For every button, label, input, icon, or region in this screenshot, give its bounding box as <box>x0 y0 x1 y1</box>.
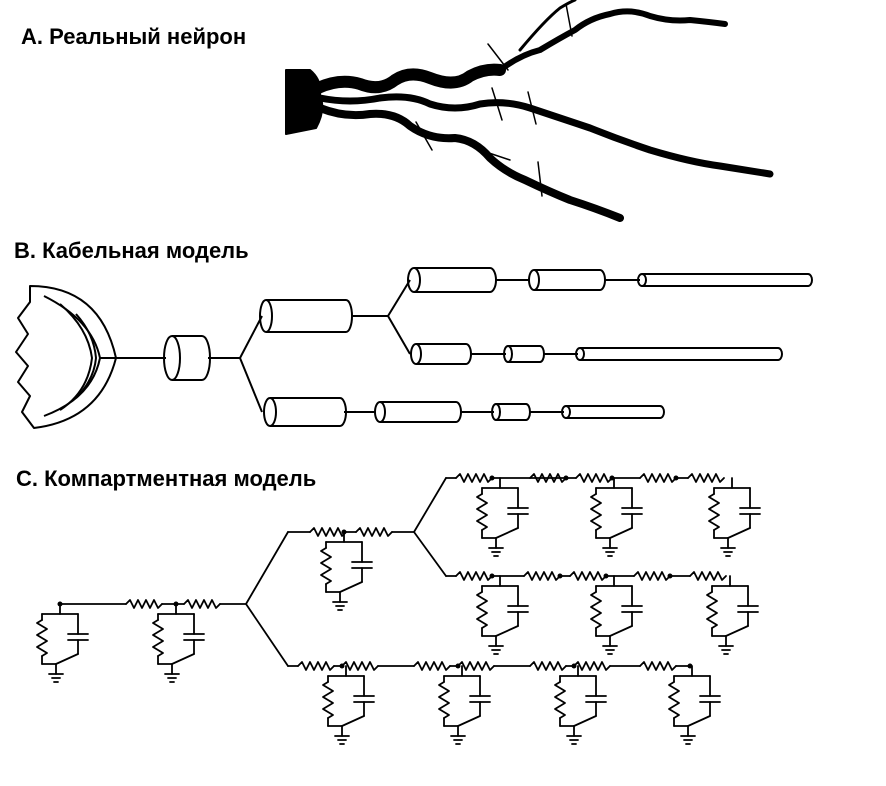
panel-a-title: A. Реальный нейрон <box>21 24 247 49</box>
cut-mark <box>527 91 537 125</box>
cable-cylinder <box>575 347 783 361</box>
cable-soma <box>15 285 117 429</box>
real-neuron-drawing <box>285 0 774 222</box>
cable-cylinder <box>528 269 606 291</box>
cable-cylinder <box>410 343 472 365</box>
cut-mark <box>487 43 509 71</box>
cut-mark <box>537 161 543 197</box>
cable-cylinder <box>503 345 545 363</box>
cut-mark <box>491 87 503 121</box>
cut-mark <box>415 121 433 151</box>
cable-cylinder <box>259 299 353 333</box>
compartmental-model-drawing <box>36 473 761 745</box>
cable-soma-arc <box>75 313 97 399</box>
cable-model-drawing <box>15 267 813 429</box>
cable-cylinder <box>263 397 347 427</box>
panel-b-title: B. Кабельная модель <box>14 238 249 263</box>
junction-dots <box>57 475 693 669</box>
soma <box>285 69 324 135</box>
cable-cylinder <box>561 405 665 419</box>
dendrite-upper-2 <box>518 0 577 52</box>
cable-cylinder <box>407 267 497 293</box>
cable-soma-arc <box>59 303 93 411</box>
cable-cylinder <box>491 403 531 421</box>
dendrite-middle <box>316 93 774 178</box>
dendrite-trunk-upper <box>312 63 506 94</box>
cut-mark <box>565 3 573 37</box>
cable-cylinder <box>163 335 211 381</box>
cable-cylinder <box>374 401 462 423</box>
cable-cylinder <box>637 273 813 287</box>
cut-mark <box>479 149 511 161</box>
panel-c-title: C. Компартментная модель <box>16 466 317 491</box>
dendrite-upper-1 <box>497 8 728 73</box>
dendrite-lower <box>316 104 624 222</box>
